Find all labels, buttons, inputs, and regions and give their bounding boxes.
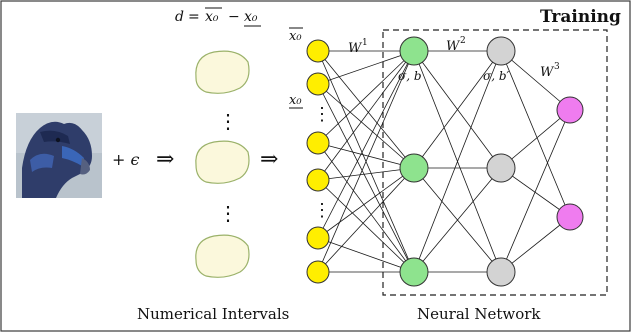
edge-input-hidden1 [317,50,415,239]
numerical-intervals-caption: Numerical Intervals [137,305,289,323]
weight-3-sup: 3 [554,62,560,72]
edge-hidden2-output [500,109,571,169]
arrow-to-intervals: ⇒ [156,147,174,172]
network-edges [317,50,571,273]
edge-input-hidden1 [317,83,415,273]
edge-hidden2-output [500,50,571,218]
weight-1-label: W [348,41,363,56]
weight-1-sup: 1 [362,38,368,48]
edge-hidden2-output [500,109,571,273]
horse-image [16,113,102,198]
edge-hidden1-hidden2 [413,50,502,169]
edge-input-hidden1 [317,167,415,239]
edge-hidden2-output [500,50,571,111]
input-node [306,72,330,96]
hidden2-node [486,257,516,287]
formula-lhs: d [175,9,184,25]
edge-input-hidden1 [317,167,415,273]
output-node [556,96,584,124]
interval-blobs [195,50,250,278]
input-node [306,131,330,155]
weight-2-label: W [446,39,461,54]
edge-input-hidden1 [317,50,415,273]
hidden1-node [399,36,429,66]
interval-blob-1 [195,50,250,94]
vdots-lower: ⋮ [218,201,238,225]
edge-input-hidden1 [317,50,415,144]
plus-epsilon-label: + ϵ [112,150,139,169]
edge-hidden1-hidden2 [413,167,502,273]
layer1-params: σ, b [398,69,422,83]
input-node [306,226,330,250]
arrow-to-network: ⇒ [260,147,278,172]
formula-x0-upper: x₀ [205,9,219,25]
edge-hidden2-output [500,216,571,273]
hidden-layer-1 [399,36,429,287]
formula-minus: − [228,9,240,25]
interval-blob-3 [195,234,250,278]
output-layer [556,96,584,231]
edge-input-hidden1 [317,179,415,273]
horse-silhouette [22,121,92,198]
training-title: Training [540,7,621,27]
edge-input-hidden1 [317,50,415,85]
edge-input-hidden1 [317,237,415,273]
hidden1-node [399,257,429,287]
interval-width-formula: d = x₀ − x₀ [175,7,261,27]
input-lower-label: x₀ [289,93,302,108]
neural-network-caption: Neural Network [417,305,541,323]
edge-input-hidden1 [317,142,415,273]
edge-input-hidden1 [317,83,415,169]
input-node [306,39,330,63]
edge-input-hidden1 [317,142,415,169]
input-upper-label: x₀ [289,29,302,44]
weight-3-label: W [540,65,555,80]
vdots-upper: ⋮ [218,109,238,133]
edge-input-hidden1 [317,50,415,181]
edge-hidden1-hidden2 [413,50,502,273]
hidden2-node [486,153,516,183]
layer2-params: σ, b′ [483,69,510,83]
hidden2-node [486,36,516,66]
output-node [556,203,584,231]
hidden-layer-2 [486,36,516,287]
weight-2-sup: 2 [460,36,466,46]
interval-blob-2 [195,140,250,184]
hidden1-node [399,153,429,183]
input-node [306,168,330,192]
formula-x0-lower: x₀ [244,9,258,25]
edge-input-hidden1 [317,167,415,181]
input-layer [306,39,330,284]
edge-input-hidden1 [317,50,415,169]
neural-network-box [382,29,608,296]
formula-equals: = [188,9,200,25]
input-vdots-upper: ⋮ [313,104,331,125]
input-vdots-lower: ⋮ [313,200,331,221]
input-node [306,260,330,284]
